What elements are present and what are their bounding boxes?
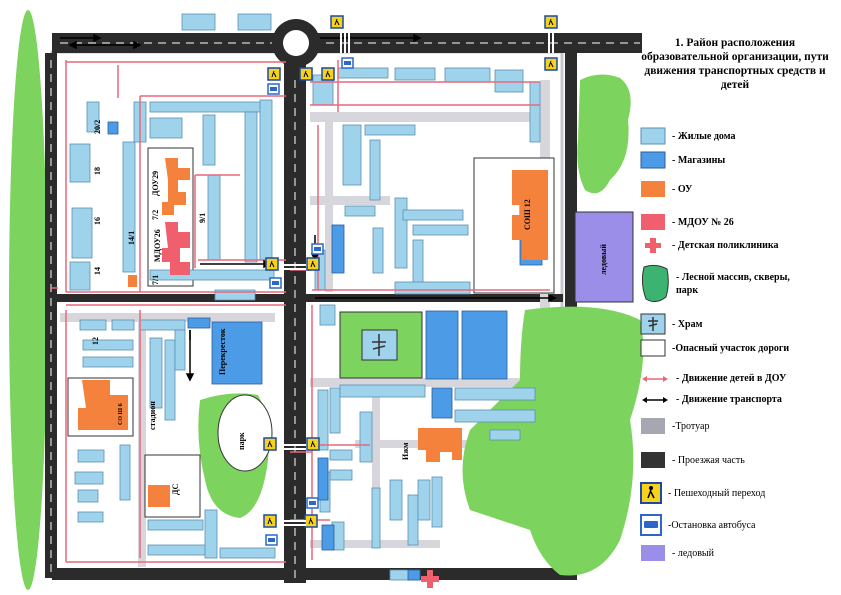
- swatch-mdou-icon: [641, 214, 665, 230]
- sidewalk-legend-icon: [641, 418, 665, 434]
- legend-ice-label: - ледовый: [672, 547, 715, 559]
- bus-stops: [265, 57, 354, 546]
- swatch-shops-icon: [640, 151, 666, 169]
- legend-mdou: - МДОУ № 26: [640, 213, 734, 231]
- legend-road-label: - Проезжая часть: [672, 454, 745, 466]
- clinic-cross-icon: [421, 570, 439, 588]
- label-71: 7/1: [151, 275, 160, 285]
- label-mdou26: МДОУ26: [153, 229, 162, 262]
- label-141: 14/1: [127, 231, 136, 245]
- label-crossroad: Перекресток: [218, 328, 227, 375]
- label-ds: ДС: [171, 483, 180, 495]
- label-12: 12: [91, 337, 100, 345]
- road-bottom: [52, 568, 572, 580]
- legend-church-label: - Храм: [672, 318, 703, 330]
- church-legend-icon: [640, 313, 666, 335]
- schools: [78, 170, 548, 507]
- park-oval: [217, 394, 273, 472]
- label-izhm: Ижм: [401, 442, 410, 460]
- label-park: парк: [237, 432, 246, 450]
- school-12: [512, 170, 548, 260]
- road-markings: [50, 42, 640, 580]
- school-6: [78, 380, 128, 430]
- pink-arrow-icon: [642, 375, 668, 382]
- road-middle: [57, 294, 563, 302]
- legend-bus-label: -Остановка автобуса: [668, 519, 756, 531]
- label-ice: ледовый: [599, 244, 608, 275]
- legend-residential-label: - Жилые дома: [672, 130, 736, 142]
- legend-shops: - Магазины: [640, 151, 725, 169]
- legend-road: - Проезжая часть: [640, 451, 745, 469]
- residential-buildings: [69, 13, 541, 581]
- label-school: СОШ 12: [523, 199, 532, 230]
- map-labels: СОШ 12 ледовый ДОУ29 МДОУ26 7/2 7/1 9/1 …: [91, 120, 608, 495]
- black-arrow-icon: [642, 396, 668, 403]
- bus-stop-icon: [640, 514, 662, 536]
- legend-sidewalk-label: -Тротуар: [672, 420, 710, 432]
- park-se: [462, 306, 644, 576]
- dou29-building: [162, 158, 190, 215]
- label-14: 14: [93, 267, 102, 275]
- legend-bus: -Остановка автобуса: [640, 514, 756, 536]
- ice-legend-icon: [641, 545, 665, 561]
- legend-crossing: - Пешеходный переход: [640, 482, 765, 504]
- park-ne: [577, 74, 631, 194]
- road-legend-icon: [641, 452, 665, 468]
- label-dou29: ДОУ29: [151, 171, 160, 196]
- swatch-ou-icon: [641, 181, 665, 197]
- forest-legend-icon: [641, 264, 669, 303]
- label-72: 7/2: [151, 210, 160, 220]
- small-ou: [128, 275, 137, 287]
- label-so: СО Ш 6: [118, 403, 124, 425]
- legend-danger-label: -Опасный участок дороги: [672, 342, 790, 354]
- roundabout-center: [283, 30, 309, 56]
- legend-church: - Храм: [640, 313, 702, 335]
- legend-sidewalk: -Тротуар: [640, 417, 709, 435]
- legend-children-label: - Движение детей в ДОУ: [676, 373, 787, 384]
- zebra-stripes: [284, 33, 554, 526]
- shop-buildings: [107, 121, 543, 581]
- pedestrian-crossing-icon: [640, 482, 662, 504]
- label-stadium: стадион: [148, 401, 157, 430]
- legend-forest: - Лесной массив, скверы, парк: [640, 263, 796, 305]
- legend-residential: - Жилые дома: [640, 127, 735, 145]
- danger-legend-icon: [640, 339, 666, 357]
- legend-clinic: - Детская поликлиника: [640, 236, 779, 254]
- legend-ou-label: - ОУ: [672, 183, 693, 195]
- legend-transport: - Движение транспорта: [640, 394, 782, 405]
- label-18: 18: [93, 167, 102, 175]
- legend-title: 1. Район расположения образовательной ор…: [641, 37, 829, 91]
- ice-arena: [574, 211, 634, 303]
- pedestrian-crossings: [263, 15, 558, 528]
- legend-ou: - ОУ: [640, 180, 692, 198]
- legend-forest-label: - Лесной массив, скверы, парк: [676, 272, 790, 296]
- legend-danger: -Опасный участок дороги: [640, 339, 789, 357]
- label-202: 20/2: [93, 120, 102, 134]
- legend-shops-label: - Магазины: [672, 154, 726, 166]
- legend-mdou-label: - МДОУ № 26: [672, 216, 734, 228]
- legend-ice: - ледовый: [640, 544, 714, 562]
- clinic-cross-legend-icon: [645, 238, 661, 253]
- sport-school: [148, 485, 170, 507]
- izhm-school: [418, 428, 462, 462]
- swatch-residential-icon: [640, 127, 666, 145]
- legend-clinic-label: - Детская поликлиника: [672, 239, 779, 251]
- label-16: 16: [93, 217, 102, 225]
- church-cross-icon: [372, 334, 386, 356]
- legend-children: - Движение детей в ДОУ: [640, 373, 786, 384]
- forest-strip: [9, 10, 47, 590]
- mdou26-building: [162, 222, 190, 275]
- label-91: 9/1: [198, 213, 207, 223]
- legend-crossing-label: - Пешеходный переход: [668, 487, 766, 499]
- legend-transport-label: - Движение транспорта: [676, 394, 782, 405]
